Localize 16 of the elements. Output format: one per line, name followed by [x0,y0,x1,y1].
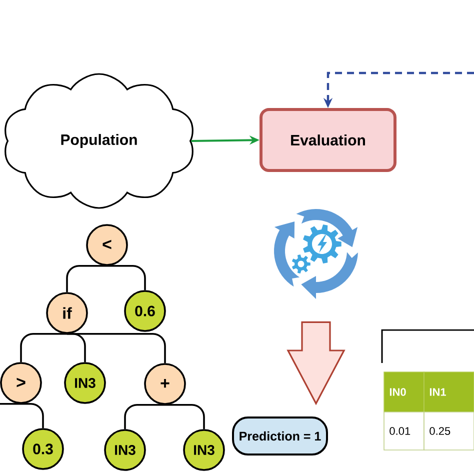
table-cell: 0.01 [384,412,424,450]
tree-branch-line [165,404,205,430]
tree-branch-line [67,333,166,364]
table-header-cell: IN0 [384,372,424,412]
result-box: Prediction = 1 [232,416,328,456]
tree-branch-line [66,265,107,292]
tree-branch-line [107,265,146,290]
block-arrow [286,321,346,406]
table-header-cell: IN1 [424,372,474,412]
tree-branch-line [20,333,67,362]
tree-branch-line [21,403,44,428]
tree-branch-line [0,403,21,405]
table-cell: 0.25 [424,412,474,450]
tree-branch-line [124,404,165,430]
process-box: Evaluation [260,108,396,172]
cycle-gear-icon [274,209,358,299]
